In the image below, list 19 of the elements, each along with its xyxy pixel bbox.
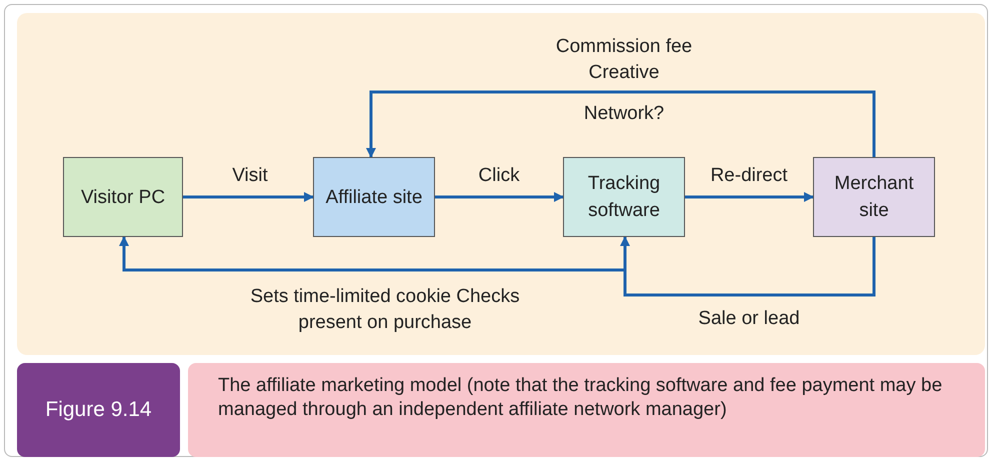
arrow (183, 192, 314, 202)
edge-label: Sets time-limited cookie Checks present on purchase (249, 285, 521, 335)
arrow (685, 192, 814, 202)
arrow (366, 90, 876, 158)
edge-label: Visit (231, 164, 269, 188)
edge-label: Click (477, 164, 521, 188)
arrow (119, 236, 625, 272)
note-label: Network? (584, 102, 664, 126)
process-box: Visitor PC (63, 157, 183, 237)
edge-label: Sale or lead (697, 307, 801, 331)
figure-caption: The affiliate marketing model (note that the tracking software and fee payment may be managed through an independent affiliate network manager) (188, 363, 985, 457)
edge-label: Re-direct (709, 164, 789, 188)
process-box: Affiliate site (313, 157, 435, 237)
process-box: Merchant site (813, 157, 935, 237)
edge-label: Commission fee Creative (554, 35, 694, 85)
arrow (435, 192, 564, 202)
arrow (620, 236, 876, 296)
process-box: Tracking software (563, 157, 685, 237)
figure-number: Figure 9.14 (17, 363, 180, 457)
